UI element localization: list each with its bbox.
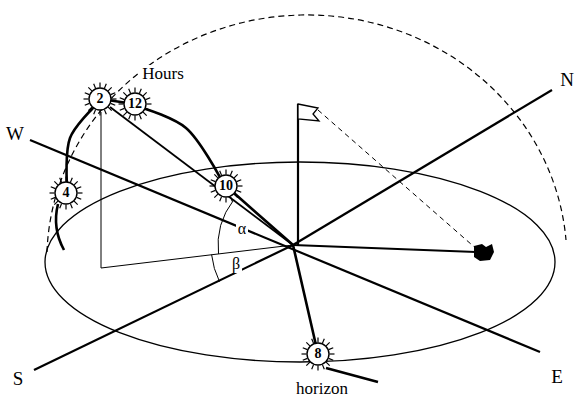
sun-path [67,108,94,182]
shadow-ray [318,110,480,252]
flag-pole [297,104,299,245]
hour-sun: 10 [209,169,243,203]
horizon-ellipse [45,162,555,362]
hour-number: 8 [315,347,322,361]
hours-heading: Hours [140,65,186,84]
flag [298,104,319,121]
hour-sun: 8 [301,337,335,371]
hour-number: 10 [219,179,233,193]
sky-dome [47,15,566,252]
projection-line [101,245,293,268]
hour-sun: 2 [83,82,117,116]
sun-ray [110,107,293,245]
beta-arc [212,255,220,282]
compass-label: N [558,70,576,91]
angle-label: β [230,255,242,273]
sun-path [145,109,220,177]
hour-sun: 12 [118,87,152,121]
south-line [34,245,293,370]
hour-number: 4 [63,186,70,200]
compass-label: E [549,367,565,388]
horizon-label: horizon [294,380,350,399]
sun-path [234,193,315,343]
north-line [293,90,552,245]
sun-path [111,101,124,103]
hour-sun: 4 [49,176,83,210]
compass-label: S [11,369,26,390]
flag-shadow [474,244,494,261]
alpha-arc [218,200,234,254]
west-east-line [30,140,540,352]
angle-label: α [236,220,248,238]
sun-path-tail [56,204,64,250]
shadow-line [293,245,476,252]
hour-number: 12 [128,97,142,111]
drop-line [101,112,102,268]
hour-number: 2 [97,92,104,106]
compass-label: W [4,124,26,145]
